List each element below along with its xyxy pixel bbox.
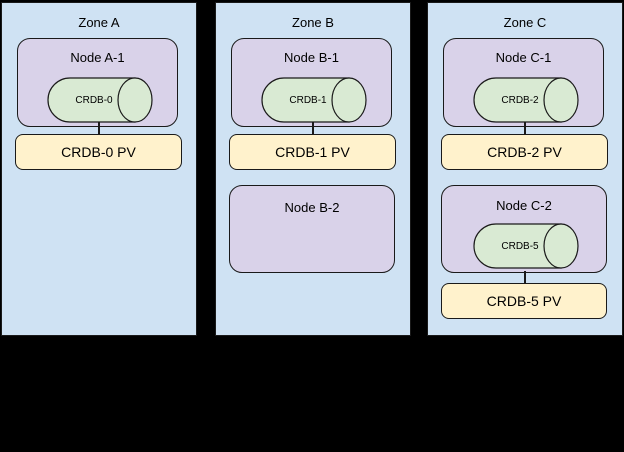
node-c-1: Node C-1 CRDB-2 [443, 38, 604, 127]
crdb-1-pv-label: CRDB-1 PV [275, 144, 350, 160]
connector-crdb-1-to-pv [312, 122, 314, 135]
crdb-5-disk-label: CRDB-5 [501, 240, 539, 252]
zone-a: Zone A Node A-1 CRDB-0 CRDB-0 PV [1, 2, 197, 336]
node-c-1-label: Node C-1 [495, 50, 552, 65]
crdb-0-pv-label: CRDB-0 PV [61, 144, 136, 160]
node-c-2-label: Node C-2 [496, 198, 552, 213]
crdb-0-disk: CRDB-0 [47, 77, 153, 123]
node-c-2: Node C-2 CRDB-5 [441, 185, 607, 273]
database-cylinder-icon [261, 77, 367, 123]
node-b-1-label: Node B-1 [284, 50, 339, 65]
connector-crdb-2-to-pv [524, 122, 526, 135]
crdb-5-disk: CRDB-5 [473, 223, 579, 269]
connector-crdb-0-to-pv [98, 122, 100, 135]
zone-c-label: Zone C [503, 15, 547, 30]
crdb-5-pv: CRDB-5 PV [441, 283, 607, 319]
zone-b: Zone B Node B-1 CRDB-1 CRDB-1 PV Node B-… [215, 2, 411, 336]
node-a-1: Node A-1 CRDB-0 [17, 38, 178, 127]
crdb-5-pv-label: CRDB-5 PV [486, 293, 562, 309]
crdb-1-disk: CRDB-1 [261, 77, 367, 123]
crdb-0-disk-label: CRDB-0 [75, 94, 113, 106]
crdb-1-pv: CRDB-1 PV [229, 134, 396, 170]
node-a-1-label: Node A-1 [70, 50, 125, 65]
database-cylinder-icon [473, 77, 579, 123]
connector-crdb-5-to-pv [524, 271, 526, 284]
node-b-2: Node B-2 [229, 185, 395, 273]
crdb-2-pv-label: CRDB-2 PV [487, 144, 562, 160]
node-b-1: Node B-1 CRDB-1 [231, 38, 392, 127]
database-cylinder-icon [473, 223, 579, 269]
crdb-0-pv: CRDB-0 PV [15, 134, 182, 170]
database-cylinder-icon [47, 77, 153, 123]
crdb-2-pv: CRDB-2 PV [441, 134, 608, 170]
crdb-1-disk-label: CRDB-1 [289, 94, 327, 106]
node-b-2-label: Node B-2 [284, 200, 340, 215]
crdb-2-disk: CRDB-2 [473, 77, 579, 123]
zone-a-label: Zone A [78, 15, 120, 30]
zone-b-label: Zone B [292, 15, 334, 30]
zone-c: Zone C Node C-1 CRDB-2 CRDB-2 PV Node C-… [427, 2, 623, 336]
crdb-2-disk-label: CRDB-2 [501, 94, 539, 106]
